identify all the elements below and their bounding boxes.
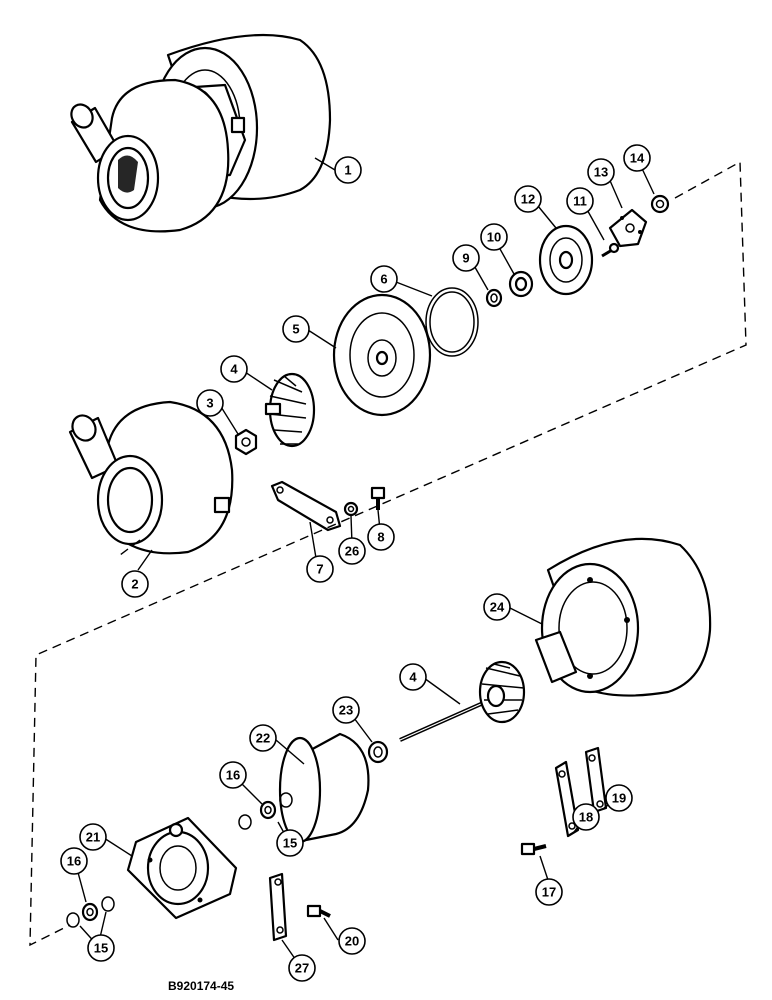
- callout-15-upper: 15: [276, 829, 304, 857]
- callout-14: 14: [623, 144, 651, 172]
- clamp-plate-27: [268, 872, 288, 942]
- callout-1: 1: [334, 156, 362, 184]
- svg-text:18: 18: [579, 810, 593, 825]
- callout-3: 3: [196, 389, 224, 417]
- callout-5: 5: [282, 315, 310, 343]
- nut-3: [234, 428, 258, 456]
- heat-shield: [278, 732, 370, 844]
- callout-23: 23: [332, 696, 360, 724]
- svg-text:19: 19: [612, 791, 626, 806]
- bolt-20: [306, 904, 331, 918]
- figure-code: B920174-45: [168, 979, 234, 993]
- callout-8: 8: [367, 523, 395, 551]
- svg-text:2: 2: [131, 577, 138, 592]
- compressor-wheel: [264, 372, 316, 448]
- svg-text:9: 9: [462, 251, 469, 266]
- callout-22: 22: [249, 724, 277, 752]
- svg-text:14: 14: [630, 151, 645, 166]
- callout-6: 6: [370, 265, 398, 293]
- svg-text:12: 12: [521, 192, 535, 207]
- seal-ring-23: [367, 740, 389, 764]
- callout-4-lower: 4: [399, 663, 427, 691]
- callout-13: 13: [587, 158, 615, 186]
- bolt-8: [370, 486, 386, 510]
- svg-text:7: 7: [316, 562, 323, 577]
- svg-text:22: 22: [256, 731, 270, 746]
- svg-text:13: 13: [594, 165, 608, 180]
- callout-2: 2: [121, 570, 149, 598]
- svg-text:3: 3: [206, 396, 213, 411]
- callout-24: 24: [483, 593, 511, 621]
- svg-text:26: 26: [345, 544, 359, 559]
- svg-text:8: 8: [377, 530, 384, 545]
- svg-text:4: 4: [230, 362, 238, 377]
- callout-12: 12: [514, 185, 542, 213]
- center-housing: [126, 816, 238, 920]
- callout-9: 9: [452, 244, 480, 272]
- clamp-plate-19: [584, 746, 608, 814]
- piston-ring-9: [485, 288, 503, 308]
- turbine-housing: [534, 537, 712, 697]
- callout-20: 20: [338, 927, 366, 955]
- screw-11: [601, 242, 620, 258]
- callout-21: 21: [79, 823, 107, 851]
- svg-text:21: 21: [86, 830, 100, 845]
- svg-text:15: 15: [283, 836, 297, 851]
- callout-16-upper: 16: [219, 761, 247, 789]
- journal-bearing-16-upper: [259, 800, 277, 820]
- assembly-lines: [29, 160, 747, 947]
- thrust-bearing: [608, 208, 648, 248]
- callout-17: 17: [535, 878, 563, 906]
- callout-27: 27: [288, 954, 316, 982]
- callout-15-lower: 15: [87, 934, 115, 962]
- o-ring: [425, 287, 479, 357]
- retaining-ring-14: [650, 194, 670, 214]
- svg-text:20: 20: [345, 934, 359, 949]
- journal-bearing-16-lower: [81, 902, 99, 922]
- svg-text:27: 27: [295, 961, 309, 976]
- svg-text:16: 16: [67, 854, 81, 869]
- svg-text:5: 5: [292, 322, 299, 337]
- svg-text:24: 24: [490, 600, 505, 615]
- callout-18: 18: [572, 803, 600, 831]
- callout-26: 26: [338, 537, 366, 565]
- svg-text:10: 10: [487, 230, 501, 245]
- snap-rings-15-lower: [66, 896, 115, 928]
- turbine-wheel-shaft: [399, 660, 526, 742]
- callout-10: 10: [480, 223, 508, 251]
- callout-4-upper: 4: [220, 355, 248, 383]
- svg-text:6: 6: [380, 272, 387, 287]
- snap-rings-15-upper: [238, 792, 293, 830]
- thrust-plate: [538, 224, 594, 296]
- svg-text:4: 4: [409, 670, 417, 685]
- backplate: [332, 293, 432, 417]
- svg-text:15: 15: [94, 941, 108, 956]
- thrust-sleeve: [508, 270, 534, 298]
- bolt-17: [520, 842, 547, 856]
- svg-text:23: 23: [339, 703, 353, 718]
- callout-16-lower: 16: [60, 847, 88, 875]
- callout-7: 7: [306, 555, 334, 583]
- svg-text:16: 16: [226, 768, 240, 783]
- svg-text:17: 17: [542, 885, 556, 900]
- svg-text:11: 11: [573, 194, 587, 209]
- compressor-housing: [68, 400, 234, 555]
- svg-text:1: 1: [344, 163, 351, 178]
- washer-26: [343, 501, 359, 517]
- clamp-plate-7: [270, 480, 342, 532]
- callout-11: 11: [566, 187, 594, 215]
- callout-19: 19: [605, 784, 633, 812]
- turbocharger-assembly: [70, 33, 332, 233]
